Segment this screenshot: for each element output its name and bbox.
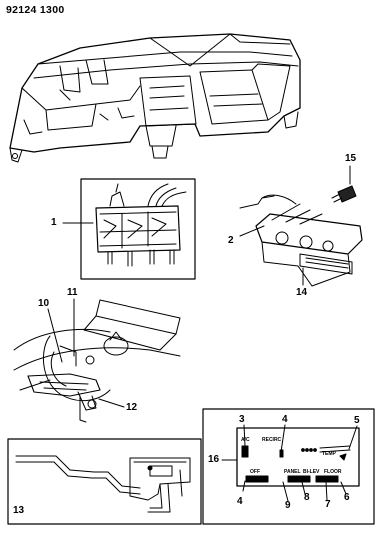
callout-16: 16 xyxy=(208,454,220,465)
callout-1: 1 xyxy=(51,217,57,228)
panel-label-ac: A/C xyxy=(241,437,250,443)
control-panel-inset xyxy=(202,408,375,525)
callout-3: 3 xyxy=(239,414,245,425)
duct-inset xyxy=(7,438,202,525)
document-number: 92124 1300 xyxy=(6,4,65,16)
callout-14: 14 xyxy=(296,287,308,298)
panel-label-recirc: RECIRC xyxy=(262,437,282,443)
panel-label-bilev: BI-LEV xyxy=(303,469,320,475)
instrument-panel-illustration xyxy=(9,33,301,163)
panel-label-floor: FLOOR xyxy=(324,469,342,475)
callout-8: 8 xyxy=(304,492,310,503)
callout-4-top: 4 xyxy=(282,414,288,425)
callout-13: 13 xyxy=(13,505,25,516)
callout-15: 15 xyxy=(345,153,357,164)
engine-compartment-view xyxy=(13,298,181,423)
callout-7: 7 xyxy=(325,499,331,510)
callout-6: 6 xyxy=(344,492,350,503)
panel-label-temp: TEMP xyxy=(322,451,336,457)
callout-2: 2 xyxy=(228,235,234,246)
callout-5: 5 xyxy=(354,415,360,426)
panel-label-panel: PANEL xyxy=(284,469,301,475)
callout-12: 12 xyxy=(126,402,138,413)
callout-4-bottom: 4 xyxy=(237,496,243,507)
bulb-part xyxy=(331,165,357,203)
callout-9: 9 xyxy=(285,500,291,511)
vacuum-switch-inset xyxy=(62,178,196,280)
heater-control-assembly xyxy=(239,194,363,287)
callout-11: 11 xyxy=(67,287,78,298)
panel-label-off: OFF xyxy=(250,469,260,475)
callout-10: 10 xyxy=(38,298,50,309)
